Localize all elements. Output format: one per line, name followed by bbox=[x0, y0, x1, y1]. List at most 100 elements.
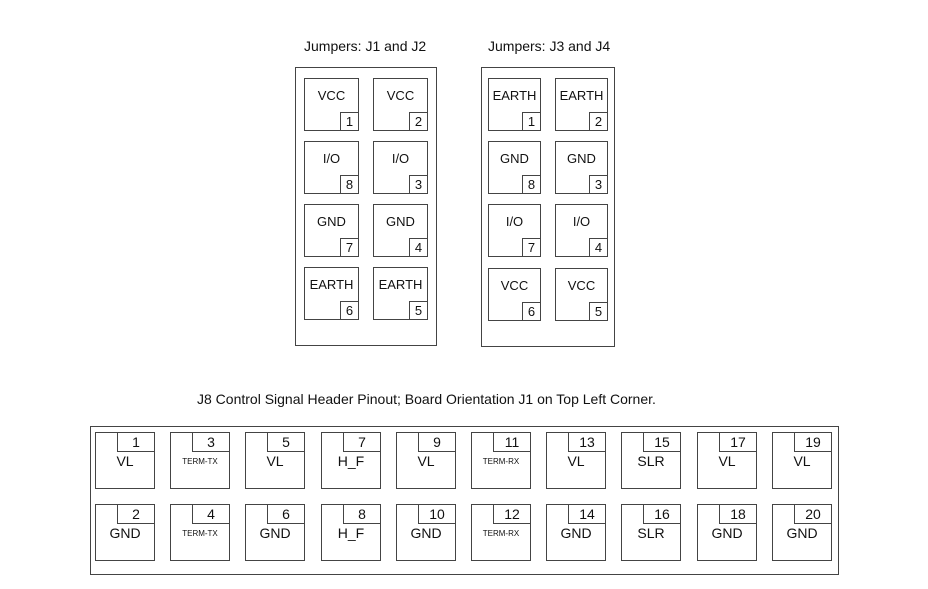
pin-label: I/O bbox=[505, 214, 524, 229]
pin-label: GND bbox=[317, 214, 346, 229]
jumper-j3-j4-pin: VCC 6 bbox=[488, 268, 541, 321]
pin-number: 7 bbox=[343, 432, 381, 452]
pin-number: 16 bbox=[643, 504, 681, 524]
pin-number: 6 bbox=[340, 301, 359, 320]
pin-label: VCC bbox=[317, 88, 346, 103]
jumper-j1-j2-pin: GND 7 bbox=[304, 204, 359, 257]
jumper-j1-j2-pin: VCC 2 bbox=[373, 78, 428, 131]
pin-label: VL bbox=[718, 453, 736, 469]
pin-label: VCC bbox=[386, 88, 415, 103]
jumper-j3-j4-pin: EARTH 2 bbox=[555, 78, 608, 131]
jumper-j1-j2-pin: EARTH 5 bbox=[373, 267, 428, 320]
pin-number: 6 bbox=[267, 504, 305, 524]
pin-label: TERM-RX bbox=[482, 529, 520, 538]
pin-label: VL bbox=[567, 453, 585, 469]
pin-label: GND bbox=[410, 525, 442, 541]
pin-number: 11 bbox=[493, 432, 531, 452]
jumper-j3-j4-pin: GND 3 bbox=[555, 141, 608, 194]
pin-label: TERM-TX bbox=[182, 457, 218, 466]
pin-label: EARTH bbox=[492, 88, 537, 103]
pin-label: VL bbox=[793, 453, 811, 469]
pin-number: 5 bbox=[267, 432, 305, 452]
pin-label: EARTH bbox=[378, 277, 423, 292]
pin-number: 15 bbox=[643, 432, 681, 452]
pin-number: 7 bbox=[340, 238, 359, 257]
pin-number: 4 bbox=[589, 238, 608, 257]
pin-label: EARTH bbox=[559, 88, 604, 103]
pin-label: VL bbox=[266, 453, 284, 469]
pin-number: 8 bbox=[343, 504, 381, 524]
pin-number: 19 bbox=[794, 432, 832, 452]
pin-label: SLR bbox=[637, 453, 665, 469]
pin-label: TERM-TX bbox=[182, 529, 218, 538]
pin-number: 5 bbox=[409, 301, 428, 320]
pin-label: GND bbox=[560, 525, 592, 541]
pin-number: 4 bbox=[409, 238, 428, 257]
header-j8-title: J8 Control Signal Header Pinout; Board O… bbox=[197, 391, 656, 407]
pin-number: 2 bbox=[117, 504, 155, 524]
pin-label: I/O bbox=[391, 151, 410, 166]
jumper-j3-j4-pin: GND 8 bbox=[488, 141, 541, 194]
pin-number: 4 bbox=[192, 504, 230, 524]
pin-number: 5 bbox=[589, 302, 608, 321]
pin-label: GND bbox=[711, 525, 743, 541]
pin-number: 2 bbox=[589, 112, 608, 131]
pin-label: SLR bbox=[637, 525, 665, 541]
jumper-j3-j4-pin: I/O 4 bbox=[555, 204, 608, 257]
pin-number: 8 bbox=[522, 175, 541, 194]
pin-label: GND bbox=[567, 151, 596, 166]
jumpers-j3-j4-title: Jumpers: J3 and J4 bbox=[488, 38, 611, 54]
pin-number: 2 bbox=[409, 112, 428, 131]
jumper-j1-j2-pin: VCC 1 bbox=[304, 78, 359, 131]
pin-number: 17 bbox=[719, 432, 757, 452]
pin-number: 1 bbox=[340, 112, 359, 131]
pin-label: VL bbox=[417, 453, 435, 469]
pin-label: EARTH bbox=[309, 277, 354, 292]
pin-number: 9 bbox=[418, 432, 456, 452]
pin-number: 1 bbox=[117, 432, 155, 452]
pin-number: 14 bbox=[568, 504, 606, 524]
pin-label: H_F bbox=[337, 525, 365, 541]
pin-number: 1 bbox=[522, 112, 541, 131]
pin-number: 3 bbox=[192, 432, 230, 452]
pin-number: 13 bbox=[568, 432, 606, 452]
pin-number: 10 bbox=[418, 504, 456, 524]
pin-number: 8 bbox=[340, 175, 359, 194]
pin-number: 6 bbox=[522, 302, 541, 321]
pin-label: TERM-RX bbox=[482, 457, 520, 466]
jumpers-j1-j2-title: Jumpers: J1 and J2 bbox=[304, 38, 427, 54]
pin-number: 3 bbox=[589, 175, 608, 194]
pin-label: VL bbox=[116, 453, 134, 469]
pin-label: GND bbox=[109, 525, 141, 541]
pin-label: GND bbox=[500, 151, 529, 166]
pin-label: VCC bbox=[500, 278, 529, 293]
jumper-j3-j4-pin: VCC 5 bbox=[555, 268, 608, 321]
pin-label: H_F bbox=[337, 453, 365, 469]
pin-number: 18 bbox=[719, 504, 757, 524]
pin-label: VCC bbox=[567, 278, 596, 293]
pin-label: GND bbox=[259, 525, 291, 541]
pin-label: I/O bbox=[572, 214, 591, 229]
